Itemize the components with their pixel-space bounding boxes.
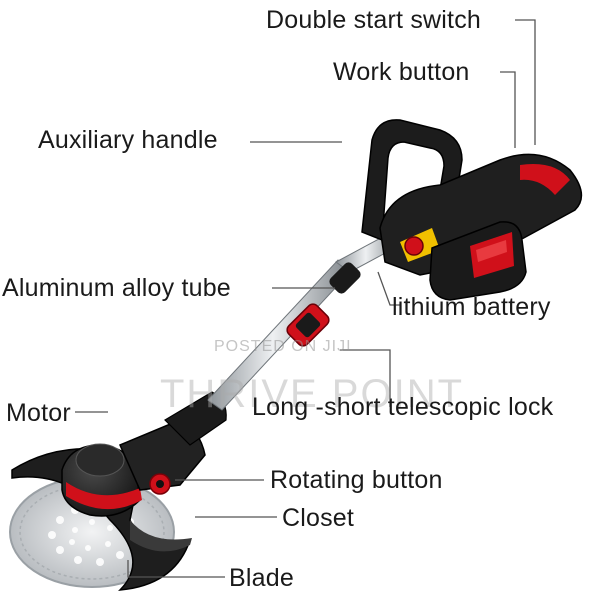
motor-housing (61, 443, 142, 517)
label-closet: Closet (282, 504, 355, 532)
leader-lines (75, 19, 536, 578)
label-lithium-battery: lithium battery (392, 293, 551, 321)
label-auxiliary-handle: Auxiliary handle (38, 126, 218, 154)
watermark-brand: THRIVE POINT (160, 372, 465, 416)
watermark-posted: POSTED ON JIJI (214, 338, 352, 355)
battery-pack (429, 221, 527, 301)
label-rotating-button: Rotating button (270, 466, 443, 494)
work-button-knob (404, 236, 424, 256)
label-blade: Blade (229, 564, 294, 592)
label-work-button: Work button (333, 58, 470, 86)
label-double-start-switch: Double start switch (266, 6, 481, 34)
label-aluminum-alloy-tube: Aluminum alloy tube (2, 274, 231, 302)
label-telescopic-lock: Long -short telescopic lock (252, 393, 554, 421)
telescopic-lock-collar (286, 303, 330, 347)
label-motor: Motor (6, 399, 71, 427)
